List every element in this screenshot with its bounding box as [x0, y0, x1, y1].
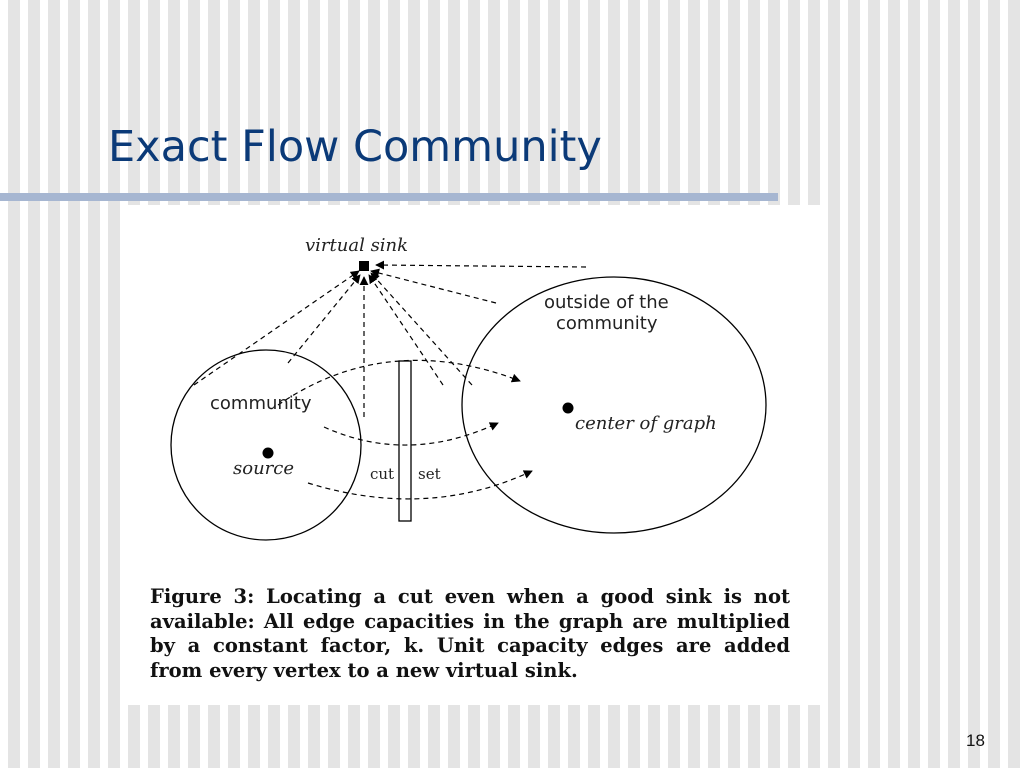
cut-set-bar	[398, 360, 412, 522]
label-cut: cut	[370, 465, 394, 483]
label-center-of-graph: center of graph	[575, 413, 717, 434]
flow-arrow-bottom	[307, 470, 533, 500]
figure-caption: Figure 3: Locating a cut even when a goo…	[150, 585, 790, 682]
edge-outside-top-to-sink	[370, 268, 497, 304]
edge-community-top-to-sink	[287, 274, 361, 364]
flow-community-diagram: virtual sink outside of the community co…	[170, 235, 767, 541]
edge-outside-right-to-sink	[375, 260, 587, 270]
sink-edges	[193, 260, 587, 417]
page-number: 18	[966, 731, 985, 750]
edge-outside-left-to-sink	[370, 272, 473, 386]
label-community: community	[210, 393, 312, 414]
source-node	[262, 447, 274, 459]
label-source: source	[233, 458, 294, 479]
title-underline	[0, 193, 778, 201]
label-virtual-sink: virtual sink	[305, 235, 408, 256]
flow-arrow-top	[277, 359, 521, 406]
label-set: set	[418, 465, 441, 483]
edge-left-to-sink	[193, 270, 360, 386]
label-outside-line2: community	[556, 313, 658, 334]
community-circle	[170, 349, 362, 541]
label-outside-line1: outside of the	[544, 292, 669, 313]
figure: virtual sink outside of the community co…	[128, 205, 820, 705]
slide-title: Exact Flow Community	[108, 122, 602, 172]
center-of-graph-node	[562, 402, 574, 414]
virtual-sink-node	[359, 261, 369, 271]
edge-center-to-sink	[368, 274, 444, 386]
outside-community-circle	[461, 276, 767, 534]
flow-arrow-middle	[323, 422, 499, 446]
cut-flow-edges	[277, 359, 533, 500]
